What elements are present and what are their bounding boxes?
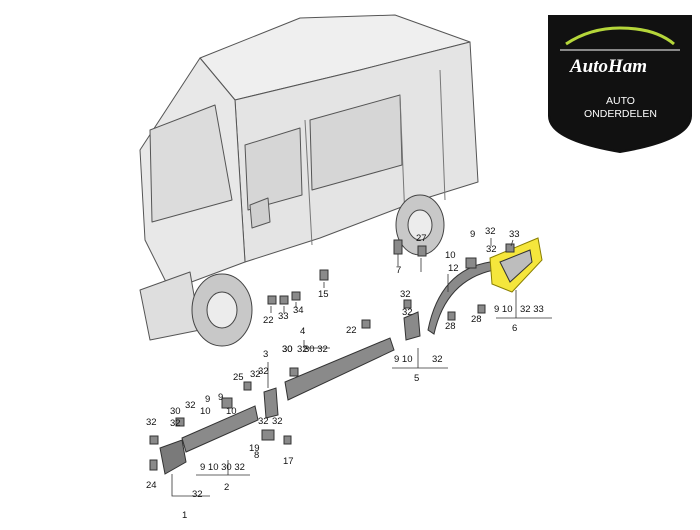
clip-28-left [447,311,456,321]
part-rear-arch-detail [499,249,533,283]
van-mirror [249,197,271,229]
callout-6: 6 [512,323,517,334]
callout-30-mid: 30 [282,344,293,355]
van-windshield [149,104,233,223]
clip-30-left [175,417,185,427]
callout-32-top: 32 [258,366,269,377]
sublabel-part-2: 9 10 30 32 [200,462,245,473]
callout-7: 7 [396,265,401,276]
callout-32-f: 32 [485,226,496,237]
part-rear-piece [403,311,421,341]
clip-30-mid [289,367,299,377]
callout-12: 12 [448,263,459,274]
callout-19: 19 [249,443,260,454]
callout-24: 24 [146,480,157,491]
callout-15: 15 [318,289,329,300]
callout-33-rear: 33 [509,229,520,240]
clip-7 [393,239,403,255]
callout-25: 25 [233,372,244,383]
callout-4: 4 [300,326,305,337]
clip-27 [417,245,427,257]
clip-32-upper [403,299,412,309]
van-wheels [191,194,445,347]
callout-32-a: 32 [146,417,157,428]
part-end-cap-front [159,439,187,475]
clip-33-right [505,243,515,253]
clip-34 [291,291,301,301]
callout-34: 34 [293,305,304,316]
part-side-strip-long [284,337,395,401]
van-illustration [139,14,479,341]
callout-28-left: 28 [445,321,456,332]
callout-9-mid: 9 [218,392,223,403]
rear-wheel-rim [407,209,433,241]
callout-10-front: 10 [200,406,211,417]
callout-32-i: 32 [486,244,497,255]
callout-30-upper: 30 [282,344,293,355]
callout-labels: 1 2 3 4 5 6 7 8 9 9 10 10 12 15 17 19 22… [146,226,544,521]
clip-24 [149,459,158,471]
callout-10-mid: 10 [226,406,237,417]
van-front-window [244,127,303,211]
callout-32-e: 32 [400,289,411,300]
callout-22-left: 22 [263,315,274,326]
clip-25 [243,381,252,391]
callout-32-low: 32 [170,418,181,429]
van-side-window [309,94,403,191]
callout-3: 3 [263,349,268,360]
callout-32-b: 32 [185,400,196,411]
callout-8: 8 [254,450,259,461]
clip-33 [279,295,289,305]
callout-27: 27 [416,233,427,244]
part-strip-small [263,387,279,419]
sublabel-part-5-right: 32 [432,354,443,365]
clip-28-right [477,304,486,314]
van-door-lines [304,69,446,246]
callout-1: 1 [182,510,187,521]
clip-17 [283,435,292,445]
leader-lines [171,238,552,497]
clip-19 [261,429,275,441]
logo-line-1: AUTO [606,95,635,107]
sublabel-part-6-left: 9 10 [494,304,513,315]
logo-brand-text: AutoHam [569,56,647,77]
clip-32-left [149,435,159,445]
part-side-strip-front [181,405,259,453]
callout-32-upper: 32 [272,416,283,427]
part-wheel-arch [427,261,495,335]
callout-5: 5 [414,373,419,384]
clip-9-10 [465,257,477,269]
callout-10-rear: 10 [445,250,456,261]
callout-9-rear: 9 [470,229,475,240]
autoham-logo: AutoHam AUTO ONDERDELEN [548,15,692,154]
clip-10-front [221,397,233,409]
sublabel-part-1: 32 [192,489,203,500]
logo-badge [548,15,692,154]
van-bumper [139,271,201,341]
clip-22-mid [361,319,371,329]
sublabel-part-6-right: 32 33 [520,304,544,315]
callout-22-mid: 22 [346,325,357,336]
callout-9-front: 9 [205,394,210,405]
callout-33-left: 33 [278,311,289,322]
callout-28-right: 28 [471,314,482,325]
sublabel-part-4: 30 32 [304,344,328,355]
callout-2: 2 [224,482,229,493]
callout-32-h: 32 [258,416,269,427]
callout-32-c: 32 [250,369,261,380]
logo-car-outline [565,26,675,46]
clip-22-left [267,295,277,305]
callout-32-g: 32 [402,307,413,318]
callout-30-left: 30 [170,406,181,417]
clip-15 [319,269,329,281]
logo-line-2: ONDERDELEN [584,108,657,120]
callout-17: 17 [283,456,294,467]
trim-parts [149,237,543,475]
callout-32-d: 32 [297,344,308,355]
sublabel-part-5-left: 9 10 [394,354,413,365]
front-wheel-rim [206,291,238,329]
